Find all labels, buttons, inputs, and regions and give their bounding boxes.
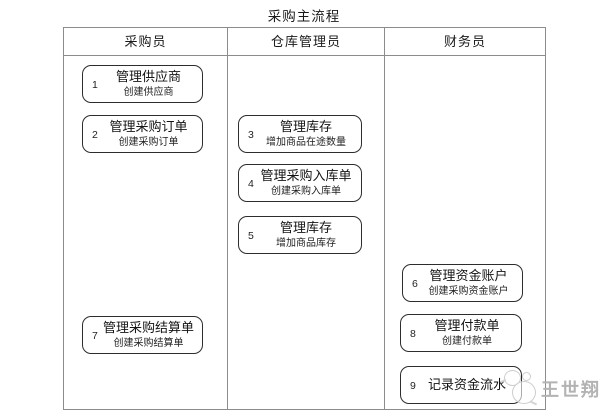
step-subtitle: 创建供应商 xyxy=(123,86,174,98)
step-subtitle: 创建采购结算单 xyxy=(113,337,184,349)
step-box-1-manage-supplier: 1 管理供应商 创建供应商 xyxy=(82,65,203,103)
step-box-7-manage-settlement: 7 管理采购结算单 创建采购结算单 xyxy=(82,316,203,354)
step-box-8-manage-payment: 8 管理付款单 创建付款单 xyxy=(400,314,522,352)
step-subtitle: 创建付款单 xyxy=(442,335,492,347)
step-number: 9 xyxy=(410,379,416,392)
step-box-3-manage-inventory-transit: 3 管理库存 增加商品在途数量 xyxy=(238,115,362,153)
step-number: 6 xyxy=(412,277,418,290)
lane-header-purchaser: 采购员 xyxy=(124,34,167,49)
diagram-title: 采购主流程 xyxy=(267,9,341,24)
lane-divider-2 xyxy=(384,28,385,409)
step-box-4-manage-purchase-receipt: 4 管理采购入库单 创建采购入库单 xyxy=(238,164,362,202)
step-number: 3 xyxy=(248,128,254,141)
step-subtitle: 创建采购入库单 xyxy=(271,185,341,197)
step-number: 5 xyxy=(248,229,254,242)
step-subtitle: 增加商品库存 xyxy=(276,237,336,249)
step-subtitle: 创建采购订单 xyxy=(118,136,179,148)
step-number: 2 xyxy=(92,128,98,141)
step-title: 管理供应商 xyxy=(115,69,181,85)
watermark-text: 王世翔 xyxy=(541,380,600,400)
step-title: 管理采购结算单 xyxy=(102,320,194,336)
step-number: 7 xyxy=(92,329,98,342)
step-number: 8 xyxy=(410,327,416,340)
step-title: 管理库存 xyxy=(279,119,332,135)
step-title: 管理库存 xyxy=(279,220,332,236)
step-title: 管理采购入库单 xyxy=(260,168,352,184)
step-title: 管理采购订单 xyxy=(109,119,188,135)
step-title: 记录资金流水 xyxy=(427,377,506,393)
lane-header-finance: 财务员 xyxy=(443,34,486,49)
step-number: 4 xyxy=(248,177,254,190)
step-subtitle: 增加商品在途数量 xyxy=(266,136,346,148)
step-subtitle: 创建采购资金账户 xyxy=(428,285,509,297)
step-box-9-record-fund-flow: 9 记录资金流水 xyxy=(400,366,522,404)
step-title: 管理资金账户 xyxy=(429,268,508,284)
step-box-2-manage-purchase-order: 2 管理采购订单 创建采购订单 xyxy=(82,115,203,153)
step-box-6-manage-fund-account: 6 管理资金账户 创建采购资金账户 xyxy=(402,264,523,302)
step-box-5-manage-inventory-stock: 5 管理库存 增加商品库存 xyxy=(238,216,362,254)
step-title: 管理付款单 xyxy=(434,318,500,334)
header-separator-line xyxy=(64,55,545,56)
lane-divider-1 xyxy=(227,28,228,409)
lane-header-warehouse: 仓库管理员 xyxy=(270,34,341,49)
step-number: 1 xyxy=(92,78,98,91)
